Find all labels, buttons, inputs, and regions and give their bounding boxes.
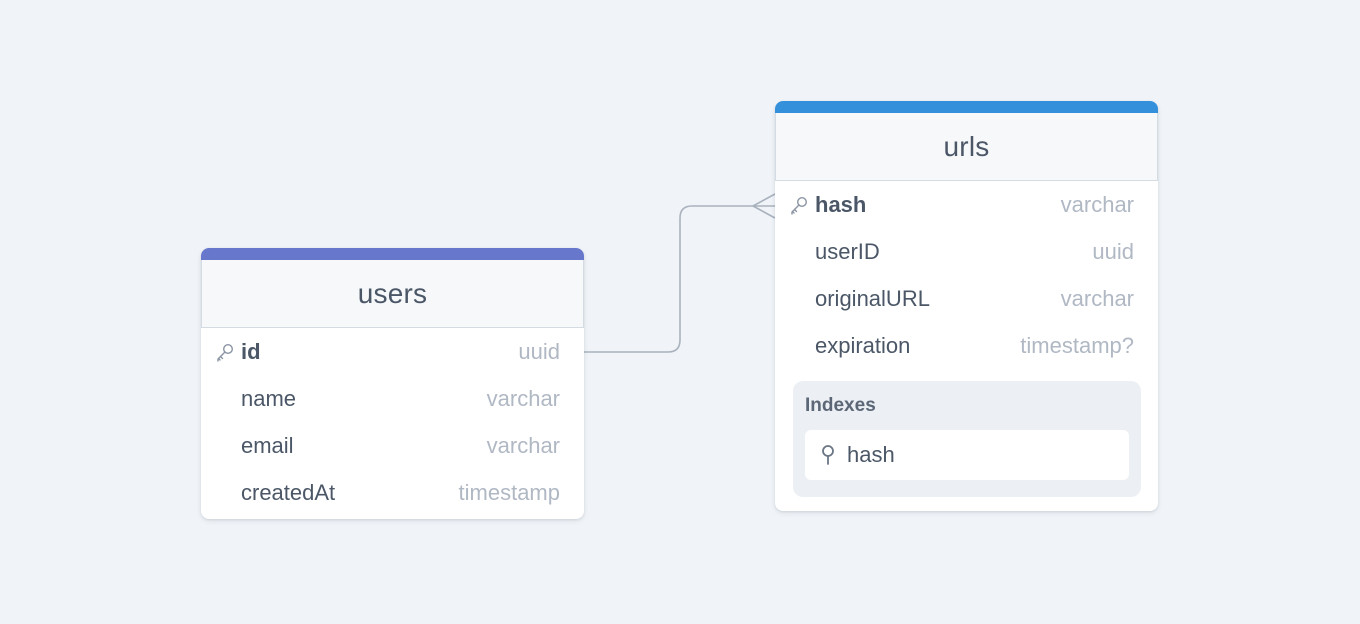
- table-title[interactable]: urls: [775, 113, 1158, 181]
- table-title[interactable]: users: [201, 260, 584, 328]
- column-name: expiration: [815, 332, 911, 358]
- column-row[interactable]: userID uuid: [775, 228, 1158, 275]
- crows-foot-icon: [752, 193, 776, 219]
- column-type: varchar: [1060, 285, 1134, 311]
- index-item[interactable]: hash: [805, 430, 1129, 480]
- column-row[interactable]: originalURL varchar: [775, 275, 1158, 322]
- table-urls[interactable]: urls hash varchar userID uuid origin: [775, 101, 1158, 511]
- table-accent-bar: [201, 248, 584, 260]
- column-list: hash varchar userID uuid originalURL var…: [775, 181, 1158, 369]
- column-name: userID: [815, 238, 880, 264]
- column-name: email: [241, 432, 294, 458]
- primary-key-icon: [215, 341, 241, 363]
- index-pin-icon: [821, 444, 847, 466]
- column-row[interactable]: hash varchar: [775, 181, 1158, 228]
- column-type: varchar: [486, 385, 560, 411]
- column-type: varchar: [1060, 191, 1134, 217]
- column-row[interactable]: name varchar: [201, 375, 584, 422]
- primary-key-icon: [789, 194, 815, 216]
- indexes-title: Indexes: [805, 395, 876, 416]
- column-row[interactable]: createdAt timestamp: [201, 469, 584, 516]
- column-type: uuid: [1092, 238, 1134, 264]
- column-row[interactable]: expiration timestamp?: [775, 322, 1158, 369]
- table-accent-bar: [775, 101, 1158, 113]
- column-name: hash: [815, 191, 867, 217]
- column-type: varchar: [486, 432, 560, 458]
- column-name: createdAt: [241, 479, 336, 505]
- column-type: uuid: [518, 338, 560, 364]
- column-type: timestamp?: [1020, 332, 1134, 358]
- column-list: id uuid name varchar email varchar creat…: [201, 328, 584, 516]
- indexes-panel: Indexes hash: [793, 381, 1141, 497]
- column-row[interactable]: id uuid: [201, 328, 584, 375]
- column-row[interactable]: email varchar: [201, 422, 584, 469]
- relationship-line: [584, 205, 775, 353]
- column-name: id: [241, 338, 261, 364]
- index-columns: hash: [847, 442, 895, 467]
- column-name: name: [241, 385, 297, 411]
- table-users[interactable]: users id uuid name varchar email: [201, 248, 584, 519]
- column-name: originalURL: [815, 285, 930, 311]
- column-type: timestamp: [458, 479, 560, 505]
